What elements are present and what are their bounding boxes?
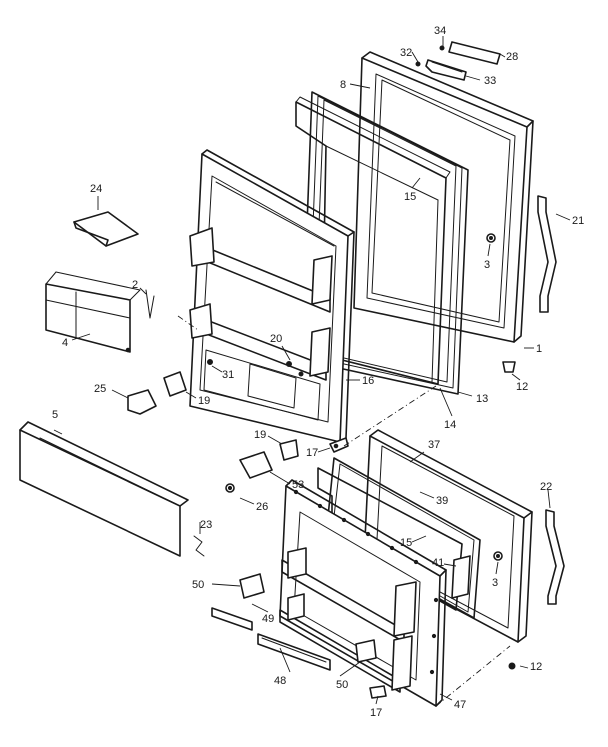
callout-22: 22 [540, 481, 552, 493]
callout-21: 21 [572, 215, 584, 227]
callout-17a: 17 [306, 447, 318, 459]
assembly-lines [177, 315, 511, 707]
freezer-inner-liner [189, 149, 355, 443]
callout-16: 16 [362, 375, 374, 387]
callout-15a: 15 [404, 191, 416, 203]
callout-19a: 19 [198, 395, 210, 407]
retainer-2 [145, 289, 155, 319]
fresh-food-gasket [325, 457, 481, 619]
callout-50b: 50 [336, 679, 348, 691]
callout-14: 14 [444, 419, 456, 431]
fasteners-20 [207, 359, 304, 377]
callout-39: 39 [436, 495, 448, 507]
callout-32: 32 [400, 47, 412, 59]
callout-34: 34 [434, 25, 446, 37]
callout-24: 24 [90, 183, 102, 195]
fresh-food-outer-door [363, 429, 533, 643]
callout-47: 47 [454, 699, 466, 711]
callout-33: 33 [484, 75, 496, 87]
hinge-21 [537, 195, 557, 313]
shelf-24 [73, 211, 139, 247]
callout-41: 41 [432, 557, 444, 569]
bracket-50-left [239, 573, 265, 599]
grille-panel-5 [19, 421, 189, 557]
hinge-22 [545, 509, 565, 605]
callout-53: 53 [292, 479, 304, 491]
callout-17b: 17 [370, 707, 382, 719]
brackets-25-19 [127, 371, 299, 479]
callout-48: 48 [274, 675, 286, 687]
callout-3a: 3 [484, 259, 490, 271]
callout-3b: 3 [492, 577, 498, 589]
callout-5: 5 [52, 409, 58, 421]
shelf-bin-4 [45, 271, 141, 353]
screw-17-lower [369, 685, 387, 699]
callout-19b: 19 [254, 429, 266, 441]
callout-28: 28 [506, 51, 518, 63]
handle-trim [415, 41, 501, 81]
callout-31: 31 [222, 369, 234, 381]
callout-25: 25 [94, 383, 106, 395]
fresh-food-inner-liner [279, 479, 447, 707]
foot-12-lower [508, 662, 516, 670]
callout-23: 23 [200, 519, 212, 531]
callout-12b: 12 [530, 661, 542, 673]
callout-1: 1 [536, 343, 542, 355]
clip-23 [193, 535, 205, 557]
callout-2: 2 [132, 279, 138, 291]
callout-4: 4 [62, 337, 68, 349]
bracket-50-right [355, 639, 377, 663]
foot-12-upper [502, 361, 516, 373]
shelf-trim-49 [211, 607, 253, 631]
callout-labels: 34 32 28 33 8 15 21 3 1 12 13 14 24 2 4 … [52, 25, 584, 719]
leader-lines [53, 36, 571, 705]
screw-26 [225, 483, 235, 493]
callout-13: 13 [476, 393, 488, 405]
callout-26: 26 [256, 501, 268, 513]
screw-3-upper [486, 233, 496, 243]
callout-49: 49 [262, 613, 274, 625]
callout-50a: 50 [192, 579, 204, 591]
freezer-outer-door [353, 51, 534, 343]
shelf-trim-48 [257, 633, 331, 671]
callout-8: 8 [340, 79, 346, 91]
screw-17-mid [329, 437, 349, 453]
callout-37: 37 [428, 439, 440, 451]
callout-20: 20 [270, 333, 282, 345]
callout-15b: 15 [400, 537, 412, 549]
screw-3-lower [493, 551, 503, 561]
callout-12a: 12 [516, 381, 528, 393]
